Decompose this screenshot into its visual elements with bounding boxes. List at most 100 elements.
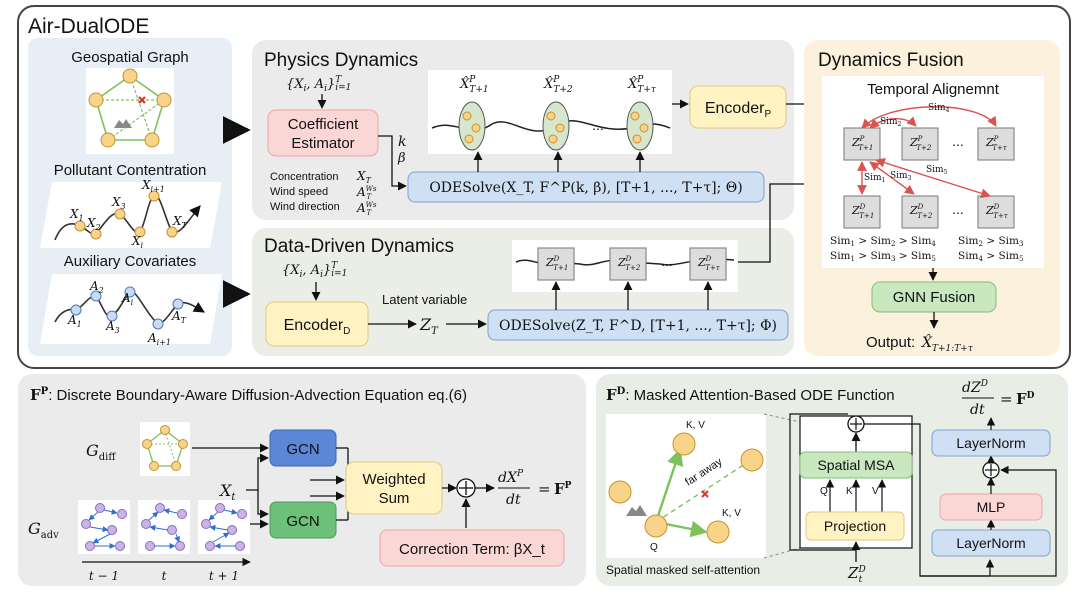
k-input: K (846, 486, 853, 497)
auxiliary-label: Auxiliary Covariates (64, 253, 197, 270)
mlp-sum-node (982, 461, 1000, 479)
a3-label: A3 (105, 319, 120, 335)
xt-label: XT (172, 214, 188, 230)
dd-ellipsis: ... (661, 253, 673, 269)
wd-label: Wind direction (270, 201, 340, 213)
sim5-label: Sim5 (926, 165, 948, 176)
xi1-label: Xi+1 (141, 178, 165, 194)
layernorm-top-label: LayerNorm (956, 435, 1025, 451)
coefficient-estimator-box (267, 109, 379, 157)
dd-odesolve: ODESolve(Z_T, F^D, [T+1, ..., T+τ]; Φ) (499, 318, 777, 334)
ws-label: Wind speed (270, 186, 328, 198)
weighted-line2: Sum (379, 490, 410, 507)
ai-label: Ai (121, 291, 134, 307)
fp-title: FP: Discrete Boundary-Aware Diffusion-Ad… (30, 386, 467, 404)
beta-label: β (397, 151, 406, 166)
gnn-fusion-label: GNN Fusion (893, 289, 976, 306)
gcn-label-1: GCN (286, 441, 319, 458)
pollutant-curve-card (40, 182, 222, 248)
svg-text:=: = (1000, 390, 1013, 408)
spatial-msa-box (799, 451, 913, 479)
fp-sum-node (456, 478, 476, 498)
kv-label-top: K, V (686, 420, 705, 431)
svg-text:=: = (538, 480, 551, 498)
correction-term-box (379, 529, 565, 567)
time-label-2: t (162, 569, 167, 583)
hat-xp-ellipse-1 (458, 101, 486, 151)
node-kv-top (672, 432, 696, 456)
coef-line1: Coefficient (288, 116, 359, 133)
fd-title: FD: Masked Attention-Based ODE Function (606, 386, 895, 404)
gadv-graph-1 (78, 500, 130, 554)
fusion-title: Dynamics Fusion (818, 50, 964, 71)
a2-label: A2 (89, 279, 104, 295)
time-label-1: t − 1 (89, 569, 119, 583)
sim3-label: Sim3 (890, 171, 912, 182)
at-label: AT (171, 309, 187, 325)
fp-derivative: dXP dt = FP (498, 469, 572, 508)
output-label: Output: (866, 334, 915, 351)
latent-variable-label: Latent variable (382, 292, 467, 307)
a1-label: A1 (67, 313, 82, 329)
air-dualode-title: Air-DualODE (28, 15, 149, 38)
msa-sum-node (847, 415, 865, 433)
node-right (740, 448, 764, 472)
ai1-label: Ai+1 (147, 331, 171, 347)
v-input: V (872, 486, 879, 497)
q-input: Q (820, 486, 828, 497)
kv-label-bottom: K, V (722, 508, 741, 519)
q-label: Q (650, 542, 658, 553)
coef-line2: Estimator (291, 135, 354, 152)
ineq-3: Sim1 > Sim3 > Sim5 (830, 250, 936, 263)
layernorm-bottom-label: LayerNorm (956, 535, 1025, 551)
gcn-label-2: GCN (286, 513, 319, 530)
time-label-3: t + 1 (209, 569, 239, 583)
temporal-title: Temporal Alignemnt (867, 81, 1000, 98)
spatial-msa-label: Spatial MSA (817, 457, 895, 473)
ineq-4: Sim4 > Sim5 (958, 250, 1023, 263)
x2-label: X2 (86, 216, 101, 232)
sim4-label: Sim4 (928, 103, 950, 114)
sim1-label: Sim1 (864, 173, 885, 184)
spatial-caption: Spatial masked self-attention (606, 563, 760, 577)
hat-xp-ellipse-3 (626, 101, 654, 151)
x1-label: X1 (69, 207, 84, 223)
auxiliary-curve-card (40, 274, 222, 344)
physics-title: Physics Dynamics (264, 50, 418, 71)
projection-label: Projection (824, 518, 886, 534)
gadv-graph-2 (138, 500, 190, 554)
svg-text:dt: dt (506, 492, 521, 508)
fusion-ellipsis-bottom: ... (952, 201, 964, 217)
far-away-x-icon (701, 490, 709, 498)
node-kv-bottom (706, 520, 730, 544)
encoder-d-label: EncoderD (284, 317, 351, 337)
pollutant-label: Pollutant Contentration (54, 162, 207, 179)
data-driven-title: Data-Driven Dynamics (264, 236, 454, 257)
sim2-label: Sim2 (880, 117, 902, 128)
physics-odesolve-box (407, 171, 765, 203)
projection-box (805, 511, 905, 541)
conc-label: Concentration (270, 171, 339, 183)
node-q (644, 514, 668, 538)
fusion-ellipsis-top: ... (952, 133, 964, 149)
x3-label: X3 (111, 195, 126, 211)
ineq-1: Sim1 > Sim2 > Sim4 (830, 235, 936, 248)
gdiff-graph (140, 422, 190, 476)
encoder-p-label: EncoderP (705, 100, 772, 120)
svg-text:dt: dt (970, 402, 985, 418)
dd-odesolve-box (487, 309, 789, 341)
gadv-graph-3 (198, 500, 250, 554)
k-label: k (398, 134, 406, 150)
geospatial-graph-label: Geospatial Graph (71, 49, 189, 66)
